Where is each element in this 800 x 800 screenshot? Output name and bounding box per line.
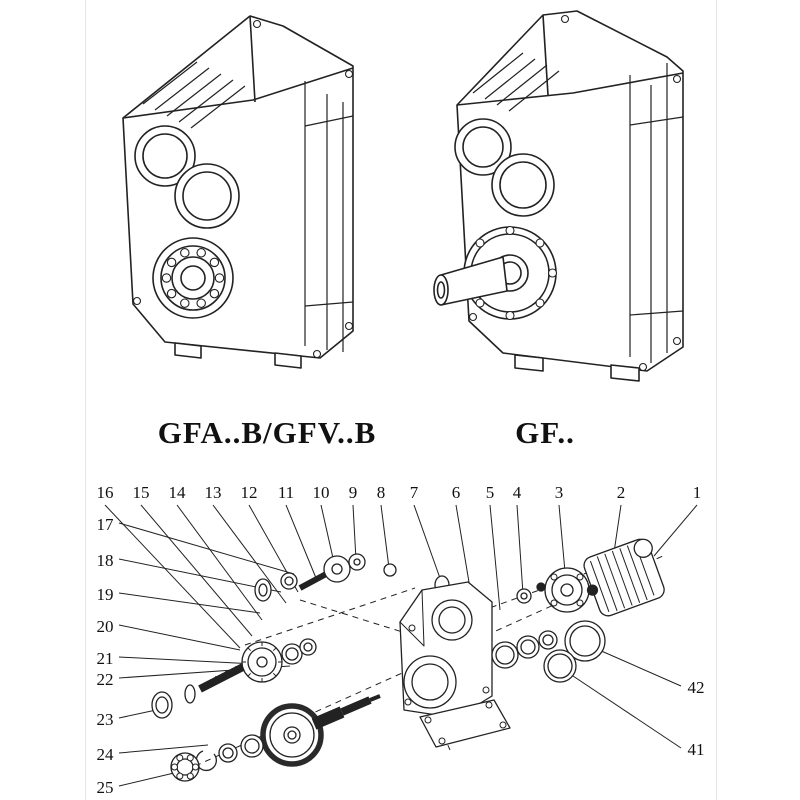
callout-15: 15 — [132, 483, 150, 502]
output-flange — [433, 225, 558, 321]
callout-2: 2 — [616, 483, 626, 502]
gear-housing — [399, 581, 493, 719]
motor-body — [583, 538, 665, 617]
output-gear-parts — [170, 694, 381, 782]
intermediate-gear-parts — [151, 638, 317, 719]
callout-7: 7 — [409, 483, 419, 502]
side-panel-lines — [304, 81, 354, 352]
output-bearing — [152, 237, 234, 319]
caption-gf: GF.. — [515, 415, 575, 450]
figure-gfab-gfvb — [105, 6, 390, 388]
callout-16: 16 — [96, 483, 114, 502]
gearbox-left-art — [122, 15, 354, 369]
housing-bolts — [132, 19, 354, 359]
callout-23: 23 — [96, 710, 114, 729]
callout-17: 17 — [96, 515, 114, 534]
callout-10: 10 — [312, 483, 330, 502]
gasket-plate — [419, 699, 511, 748]
callout-14: 14 — [168, 483, 186, 502]
callout-25: 25 — [96, 778, 114, 797]
callout-8: 8 — [376, 483, 386, 502]
figure-gf — [415, 5, 705, 390]
callout-5: 5 — [485, 483, 495, 502]
housing-bolts — [468, 14, 682, 372]
exploded-parts — [151, 538, 665, 782]
callout-41: 41 — [687, 740, 705, 759]
input-side-parts — [491, 538, 665, 683]
callout-6: 6 — [451, 483, 461, 502]
callout-12: 12 — [240, 483, 258, 502]
callout-42: 42 — [687, 678, 705, 697]
callout-20: 20 — [96, 617, 114, 636]
output-bearing-exploded — [170, 752, 200, 782]
callout-13: 13 — [204, 483, 222, 502]
leader-lines — [104, 504, 698, 787]
callout-4: 4 — [512, 483, 522, 502]
caption-gfab-gfvb: GFA..B/GFV..B — [157, 415, 377, 450]
gearbox-right-art — [433, 10, 684, 382]
side-panel-lines — [629, 63, 684, 363]
callout-22: 22 — [96, 670, 114, 689]
top-ribs — [142, 61, 246, 129]
callout-1: 1 — [692, 483, 702, 502]
gearbox-drawing-gfab-gfvb — [122, 15, 354, 369]
callout-19: 19 — [96, 585, 114, 604]
callout-21: 21 — [96, 649, 114, 668]
left-margin-rule — [85, 0, 86, 800]
input-shaft-parts — [254, 553, 450, 602]
callout-3: 3 — [554, 483, 564, 502]
callout-24: 24 — [96, 745, 114, 764]
right-margin-rule — [716, 0, 717, 800]
callout-11: 11 — [277, 483, 295, 502]
callout-18: 18 — [96, 551, 114, 570]
gearbox-drawing-gf — [433, 10, 684, 382]
exploded-diagram — [104, 504, 698, 787]
callout-9: 9 — [348, 483, 358, 502]
top-ribs — [472, 52, 560, 112]
motor-flange — [544, 567, 590, 613]
